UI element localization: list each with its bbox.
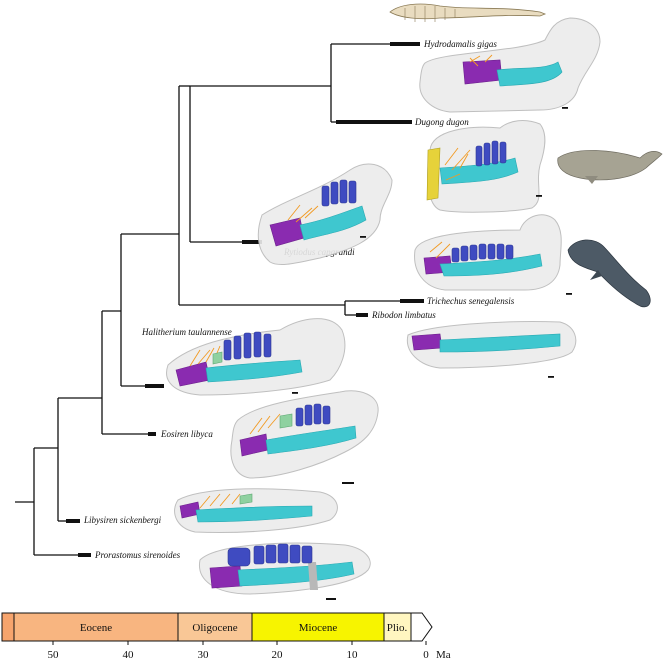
taxon-hydrodamalis: Hydrodamalis gigas xyxy=(423,39,497,49)
mandible-halitherium xyxy=(166,318,346,396)
range-bars xyxy=(66,42,424,557)
epoch-pliocene: Plio. xyxy=(387,622,408,634)
taxon-prorastomus: Prorastomus sirenoides xyxy=(94,550,181,560)
mandible-prorastomus xyxy=(199,542,371,600)
epoch-miocene: Miocene xyxy=(299,622,338,634)
mandible-ribodon xyxy=(406,321,577,378)
dugong-animal xyxy=(557,150,663,184)
timescale: Eocene Oligocene Miocene Plio. 50 40 30 … xyxy=(1,612,451,661)
taxon-dugong: Dugong dugon xyxy=(414,117,469,127)
mandible-libysiren xyxy=(174,488,338,533)
tick-0: 0 xyxy=(423,649,429,661)
unit-ma: Ma xyxy=(436,649,451,661)
epoch-oligocene: Oligocene xyxy=(192,622,237,634)
taxon-ribodon: Ribodon limbatus xyxy=(371,310,436,320)
tick-50: 50 xyxy=(48,649,60,661)
epoch-eocene: Eocene xyxy=(80,622,112,634)
taxon-libysiren: Libysiren sickenbergi xyxy=(83,515,162,525)
tick-30: 30 xyxy=(198,649,210,661)
taxon-eosiren: Eosiren libyca xyxy=(160,429,213,439)
taxon-labels: Hydrodamalis gigas Dugong dugon Rytiodus… xyxy=(83,39,515,560)
steller-sea-cow-skeleton xyxy=(389,3,547,22)
mandible-rytiodus xyxy=(257,163,393,265)
tick-40: 40 xyxy=(123,649,135,661)
mandible-dugong xyxy=(426,120,546,213)
tick-20: 20 xyxy=(272,649,284,661)
taxon-trichechus: Trichechus senegalensis xyxy=(427,296,515,306)
tick-10: 10 xyxy=(347,649,359,661)
tree-branches xyxy=(15,43,400,556)
manatee-animal xyxy=(567,239,651,308)
mandible-hydrodamalis xyxy=(419,17,601,113)
taxon-halitherium: Halitherium taulannense xyxy=(141,327,232,337)
mandible-eosiren xyxy=(230,390,379,484)
mandible-trichechus xyxy=(414,214,572,295)
